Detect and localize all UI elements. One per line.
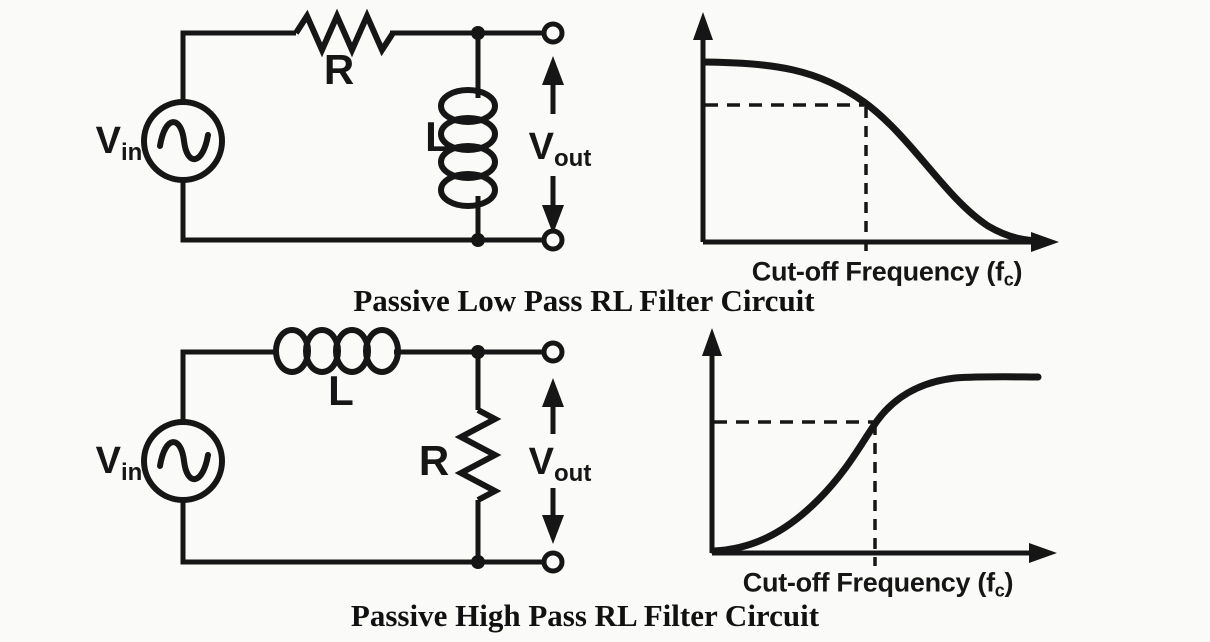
y-axis-arrowhead-icon — [702, 328, 722, 356]
hp-vin-sub: in — [121, 459, 143, 486]
junction-dot-top — [471, 345, 485, 359]
low-pass-circuit-drawing — [141, 8, 565, 252]
lp-cutoff-frequency-label: Cut-off Frequency (fc) — [751, 256, 1023, 289]
junction-dot-bottom — [471, 555, 485, 569]
lp-cutoff-suffix: ) — [1013, 256, 1023, 287]
hp-input-voltage-label: Vin — [95, 440, 143, 485]
lp-inductor-label: L — [425, 113, 451, 160]
hp-circuit-title: Passive High Pass RL Filter Circuit — [350, 598, 820, 633]
x-axis-arrowhead-icon — [1029, 543, 1057, 563]
high-pass-circuit-drawing — [141, 327, 565, 574]
inductor-symbol — [273, 327, 401, 375]
circuit-wires — [180, 30, 544, 243]
lp-vin-sub: in — [121, 139, 143, 166]
lp-vout-main: V — [528, 126, 555, 168]
hp-cutoff-sub: c — [994, 580, 1005, 601]
vout-arrow-up-icon — [542, 378, 564, 434]
lp-cutoff-sub: c — [1003, 269, 1014, 290]
hp-inductor-label: L — [328, 367, 354, 414]
lp-cutoff-prefix: Cut-off Frequency (f — [751, 256, 1004, 287]
resistor-symbol — [293, 8, 396, 58]
circuit-wires — [180, 349, 544, 565]
vout-arrow-up-icon — [542, 56, 564, 114]
hp-output-voltage-label: Vout — [528, 441, 592, 486]
hp-cutoff-frequency-label: Cut-off Frequency (fc) — [742, 567, 1014, 600]
high-pass-response-graph — [702, 328, 1057, 566]
sine-wave-icon — [157, 439, 211, 483]
lp-circuit-title: Passive Low Pass RL Filter Circuit — [353, 283, 815, 318]
vout-arrow-down-icon — [542, 488, 564, 544]
junction-dot-bottom — [471, 233, 485, 247]
y-axis-arrowhead-icon — [693, 12, 713, 40]
resistor-symbol — [454, 407, 502, 503]
lp-vin-main: V — [95, 120, 122, 162]
inductor-symbol — [438, 87, 498, 209]
hp-vin-main: V — [95, 440, 122, 482]
lp-vout-sub: out — [554, 145, 592, 172]
hp-cutoff-prefix: Cut-off Frequency (f — [742, 567, 995, 598]
junction-dot-top — [471, 26, 485, 40]
response-curve — [710, 373, 1042, 555]
lp-resistor-label: R — [323, 46, 355, 93]
response-curve — [700, 58, 1047, 245]
hp-vout-main: V — [528, 441, 555, 483]
hp-resistor-label: R — [418, 437, 450, 484]
lp-input-voltage-label: Vin — [95, 120, 143, 165]
hp-cutoff-suffix: ) — [1004, 567, 1014, 598]
vout-arrow-down-icon — [542, 176, 564, 234]
lp-output-voltage-label: Vout — [528, 126, 592, 171]
sine-wave-icon — [157, 119, 211, 163]
output-terminal-bottom — [541, 550, 565, 574]
output-terminal-top — [541, 21, 565, 45]
hp-vout-sub: out — [554, 460, 592, 487]
output-terminal-top — [541, 340, 565, 364]
low-pass-response-graph — [693, 12, 1059, 253]
